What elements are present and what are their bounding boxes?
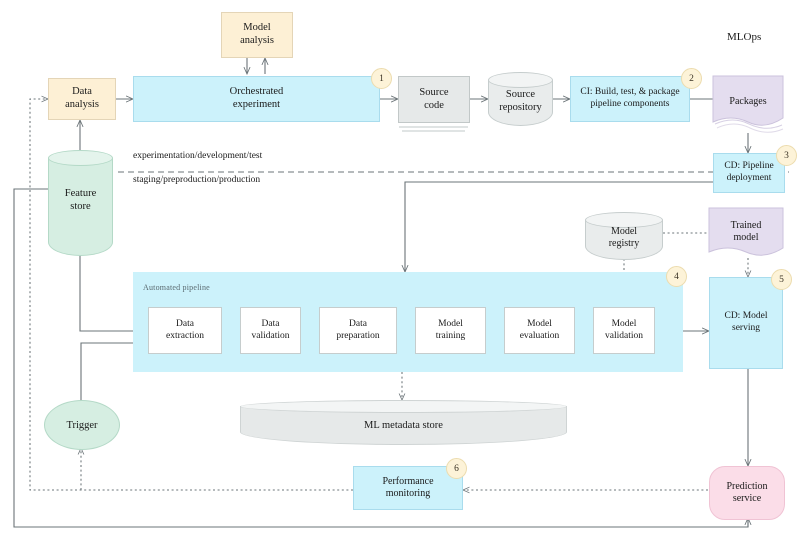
diagram-title: MLOps (727, 31, 762, 43)
node-packages-label: Packages (729, 96, 767, 107)
node-ci-build-test-package[interactable]: CI: Build, test, & package pipeline comp… (570, 76, 690, 122)
node-data-preparation-label: Data preparation (336, 318, 380, 341)
node-model-validation[interactable]: Model validation (593, 307, 655, 354)
node-ml-metadata-store[interactable]: ML metadata store (240, 400, 567, 445)
node-ci-build-test-package-label: CI: Build, test, & package pipeline comp… (580, 87, 680, 109)
node-source-code[interactable]: Source code (398, 76, 470, 123)
badge-2: 2 (681, 68, 702, 89)
node-cd-model-serving[interactable]: CD: Model serving (709, 277, 783, 369)
node-model-training[interactable]: Model training (415, 307, 486, 354)
node-model-training-label: Model training (435, 318, 466, 341)
node-trigger[interactable]: Trigger (44, 400, 120, 450)
node-performance-monitoring-label: Performance monitoring (382, 475, 434, 499)
node-trained-model[interactable]: Trained model (708, 207, 784, 260)
node-model-registry-label: Model registry (608, 226, 640, 250)
env-label-experimentation: experimentation/development/test (133, 151, 263, 161)
automated-pipeline-label: Automated pipeline (143, 283, 210, 292)
badge-1: 1 (371, 68, 392, 89)
badge-3: 3 (776, 145, 797, 166)
node-orchestrated-experiment[interactable]: Orchestrated experiment (133, 76, 380, 122)
node-ml-metadata-store-label: ML metadata store (364, 420, 443, 431)
node-model-analysis-label: Model analysis (240, 22, 274, 46)
node-model-evaluation[interactable]: Model evaluation (504, 307, 575, 354)
node-feature-store[interactable]: Feature store (48, 150, 113, 256)
node-feature-store-label: Feature store (64, 188, 97, 212)
node-cd-pipeline-deployment-label: CD: Pipeline deployment (724, 161, 774, 183)
node-source-repository-label: Source repository (499, 89, 542, 113)
node-prediction-service[interactable]: Prediction service (709, 466, 785, 520)
node-prediction-service-label: Prediction service (726, 480, 768, 504)
node-trigger-label: Trigger (66, 419, 98, 431)
node-trained-model-label: Trained model (730, 220, 762, 244)
node-data-extraction-label: Data extraction (166, 318, 204, 341)
node-source-repository[interactable]: Source repository (488, 72, 553, 126)
node-packages[interactable]: Packages (712, 75, 784, 133)
node-model-analysis[interactable]: Model analysis (221, 12, 293, 58)
packages-shape (712, 75, 784, 133)
node-cd-model-serving-label: CD: Model serving (724, 311, 768, 333)
badge-6: 6 (446, 458, 467, 479)
node-data-preparation[interactable]: Data preparation (319, 307, 397, 354)
node-source-code-label: Source code (419, 86, 449, 111)
node-model-validation-label: Model validation (605, 318, 643, 341)
badge-5: 5 (771, 269, 792, 290)
badge-4: 4 (666, 266, 687, 287)
node-model-registry[interactable]: Model registry (585, 212, 663, 260)
node-cd-pipeline-deployment[interactable]: CD: Pipeline deployment (713, 153, 785, 193)
node-data-validation[interactable]: Data validation (240, 307, 301, 354)
node-orchestrated-experiment-label: Orchestrated experiment (229, 86, 284, 110)
env-label-production: staging/preproduction/production (133, 175, 261, 185)
node-data-extraction[interactable]: Data extraction (148, 307, 222, 354)
node-data-validation-label: Data validation (251, 318, 290, 341)
node-data-analysis-label: Data analysis (65, 86, 99, 110)
node-model-evaluation-label: Model evaluation (519, 318, 560, 341)
node-data-analysis[interactable]: Data analysis (48, 78, 116, 120)
